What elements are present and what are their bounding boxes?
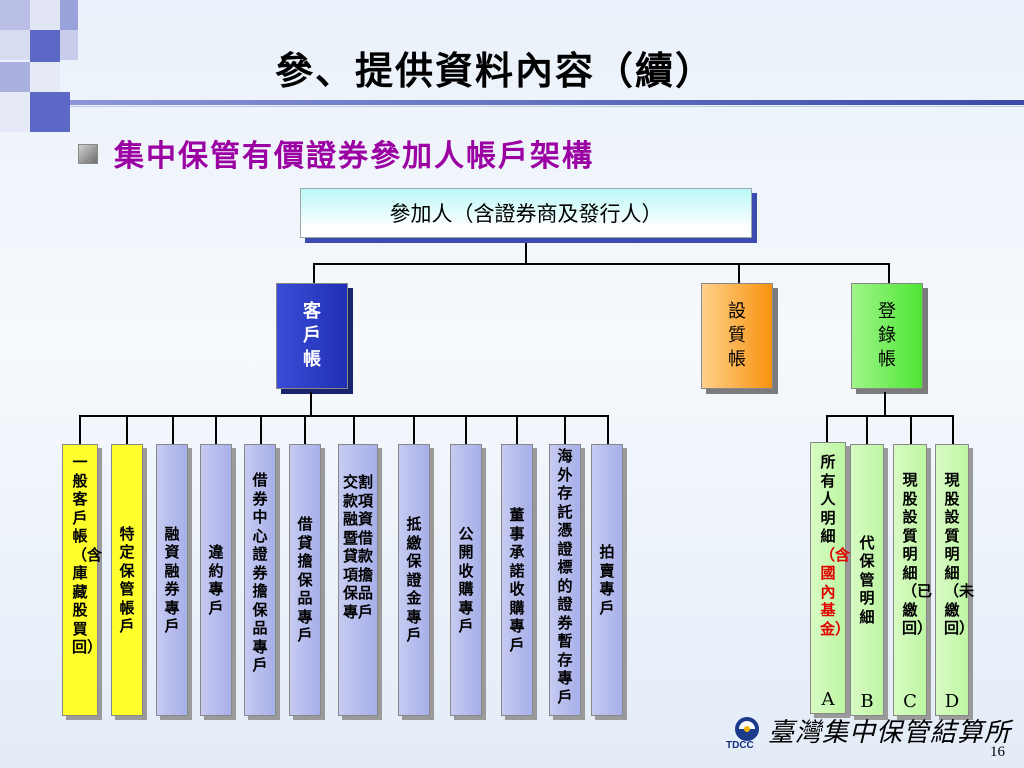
connector-root-down [525,243,527,265]
connector-col-9 [465,415,467,445]
customer-account-label: 借券中心證券擔保品專戶 [252,471,268,674]
customer-account-label: 融資融券專戶 [164,524,180,636]
connector-col-10 [516,415,518,445]
customer-account-col: 借貸擔保品專戶 [289,444,321,716]
register-account-d-text: 現股設質明細（未繳回） [944,471,975,637]
customer-account-col: 借券中心證券擔保品專戶 [244,444,276,716]
register-account-c-letter: C [903,691,917,712]
connector-to-customer [313,263,315,283]
node-customer-account: 客戶帳 [276,283,348,389]
page-title: 參、提供資料內容（續） [274,48,715,93]
connector-register-down [884,392,886,417]
register-account-a-letter: A [821,689,835,710]
customer-account-col: 拍賣專戶 [591,444,623,716]
connector-reg-a [826,415,828,445]
connector-col-8 [413,415,415,445]
connector-to-pledge [738,263,740,283]
connector-customer-horizontal [79,415,609,417]
customer-account-col: 海外存託憑證標的證券暫存專戶 [549,444,581,716]
register-account-b-letter: B [860,691,874,712]
connector-register-horizontal [826,415,954,417]
connector-col-2 [126,415,128,445]
connector-reg-b [866,415,868,445]
customer-account-col: 董事承諾收購專戶 [501,444,533,716]
connector-col-5 [260,415,262,445]
square-bullet-icon [78,144,98,164]
connector-level2-horizontal [313,263,890,265]
node-pledge-label: 設質帳 [728,301,746,370]
footer-org-abbreviation: TDCC [726,740,754,751]
register-account-col-a: 所有人明細（含國內基金） A [810,442,850,714]
root-node-participant: 參加人（含證券商及發行人） [300,188,752,238]
page-number: 16 [990,744,1005,760]
customer-account-label: 交割款項融資暨借貸款項擔保品專戶 [342,473,373,621]
connector-col-3 [172,415,174,445]
tdcc-logo-icon [735,717,759,741]
connector-reg-d [952,415,954,445]
connector-col-12 [607,415,609,445]
node-register-account: 登錄帳 [851,283,923,389]
customer-account-col: 公開收購專戶 [450,444,482,716]
connector-customer-down [310,392,312,417]
register-account-a-red: （含國內基金） [820,545,851,638]
customer-account-label: 拍賣專戶 [599,543,615,617]
customer-account-col: 抵繳保證金專戶 [398,444,430,716]
register-account-a-text: 所有人明細（含國內基金） [820,453,850,638]
customer-account-label: 抵繳保證金專戶 [406,515,422,645]
customer-account-label: 公開收購專戶 [458,524,474,636]
connector-col-7 [353,415,355,445]
customer-account-col: 交割款項融資暨借貸款項擔保品專戶 [338,444,378,716]
connector-col-11 [564,415,566,445]
node-register-label: 登錄帳 [878,301,896,370]
node-pledge-account: 設質帳 [701,283,773,389]
title-underline [70,100,1024,105]
footer-org-name: 臺灣集中保管結算所 [768,718,1012,748]
customer-account-col: 特定保管帳戶 [111,444,143,716]
register-account-col-c: 現股設質明細（已繳回） C [893,444,933,716]
register-account-c-text: 現股設質明細（已繳回） [902,471,933,637]
connector-col-1 [79,415,81,445]
connector-reg-c [910,415,912,445]
connector-col-4 [215,415,217,445]
customer-account-col: 融資融券專戶 [156,444,188,716]
title-underline-thin [70,106,1024,107]
register-account-col-d: 現股設質明細（未繳回） D [935,444,975,716]
customer-account-label: 借貸擔保品專戶 [297,515,313,645]
customer-account-label: 一般客戶帳（含庫藏股買回） [72,453,103,656]
register-account-col-b: 代保管明細 B [850,444,884,716]
customer-account-col: 違約專戶 [200,444,232,716]
section-subtitle: 集中保管有價證券參加人帳戶架構 [114,139,594,174]
connector-col-6 [304,415,306,445]
root-node-label: 參加人（含證券商及發行人） [389,202,663,226]
customer-account-label: 特定保管帳戶 [119,524,135,636]
node-customer-label: 客戶帳 [303,301,321,370]
customer-account-col: 一般客戶帳（含庫藏股買回） [62,444,103,716]
customer-account-label: 董事承諾收購專戶 [509,506,525,654]
connector-to-register [888,263,890,283]
customer-account-label: 海外存託憑證標的證券暫存專戶 [557,447,573,706]
register-account-b-text: 代保管明細 [859,533,875,626]
register-account-a-main: 所有人明細 [820,453,836,545]
customer-account-label: 違約專戶 [208,543,224,617]
register-account-d-letter: D [944,691,960,712]
